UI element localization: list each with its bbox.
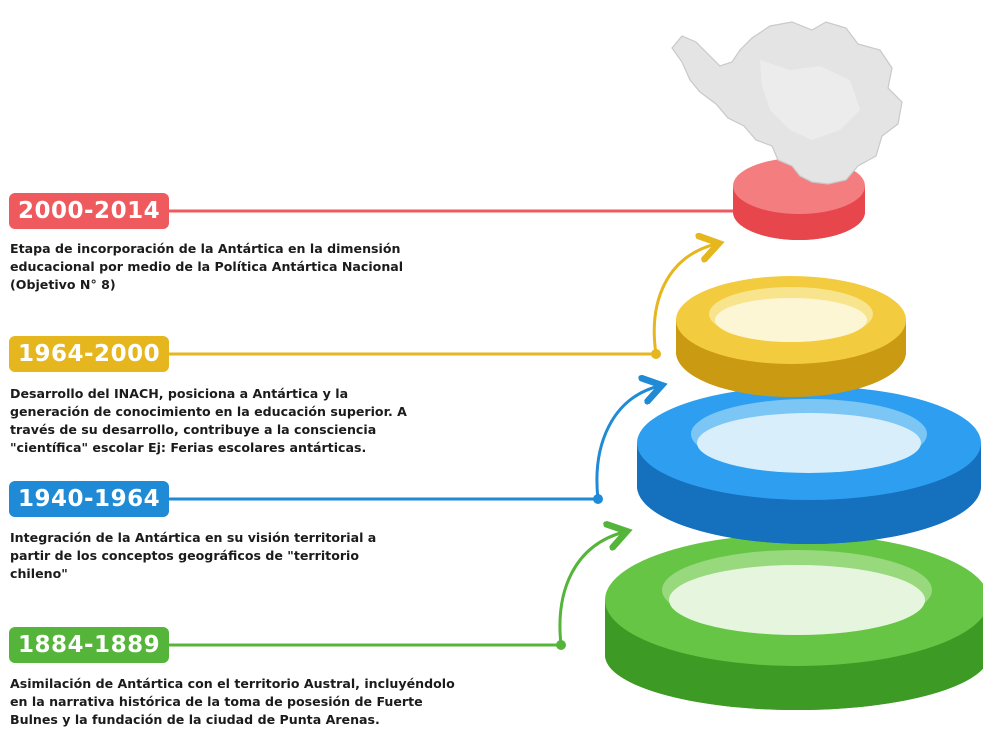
blue-ring [637, 386, 981, 544]
period-badge-1884-1889: 1884-1889 [9, 627, 170, 663]
period-badge-2000-2014: 2000-2014 [9, 193, 170, 229]
period-badge-1964-2000: 1964-2000 [9, 336, 170, 372]
description-line: Bulnes y la fundación de la ciudad de Pu… [10, 712, 380, 727]
arrow-yellow [651, 244, 716, 359]
description-line: Integración de la Antártica en su visión… [10, 530, 377, 545]
description-line: Desarrollo del INACH, posiciona a Antárt… [10, 386, 349, 401]
description-line: Etapa de incorporación de la Antártica e… [10, 241, 401, 256]
arrow-green [556, 532, 624, 650]
description-line: generación de conocimiento en la educaci… [10, 404, 407, 419]
period-description-2000-2014: Etapa de incorporación de la Antártica e… [10, 240, 403, 294]
antarctica-map-icon [671, 21, 903, 185]
description-line: educacional por medio de la Política Ant… [10, 259, 404, 274]
period-description-1884-1889: Asimilación de Antártica con el territor… [10, 675, 455, 729]
description-line: en la narrativa histórica de la toma de … [10, 694, 423, 709]
green-ring [605, 534, 983, 710]
description-line: Asimilación de Antártica con el territor… [10, 676, 455, 691]
arrow-blue [593, 386, 659, 504]
description-line: través de su desarrollo, contribuye a la… [10, 422, 377, 437]
description-line: (Objetivo N° 8) [10, 277, 116, 292]
description-line: partir de los conceptos geográficos de "… [10, 548, 360, 563]
period-description-1964-2000: Desarrollo del INACH, posiciona a Antárt… [10, 385, 407, 457]
description-line: chileno" [10, 566, 68, 581]
yellow-ring [676, 276, 906, 397]
period-badge-1940-1964: 1940-1964 [9, 481, 170, 517]
period-description-1940-1964: Integración de la Antártica en su visión… [10, 529, 376, 583]
description-line: "científica" escolar Ej: Ferias escolare… [10, 440, 367, 455]
